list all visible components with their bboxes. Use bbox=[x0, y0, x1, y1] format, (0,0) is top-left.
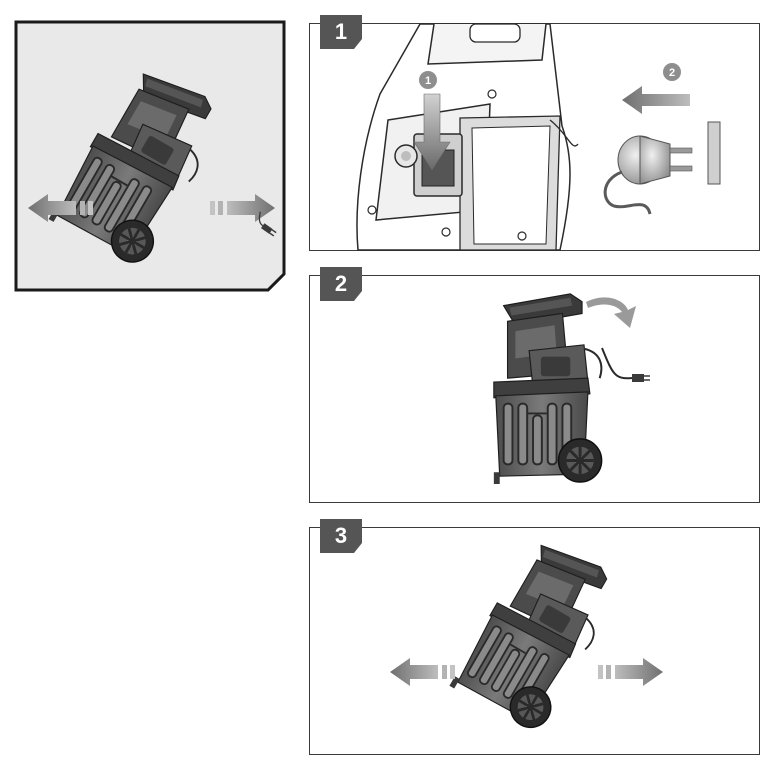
sub-step-badge-2: 2 bbox=[663, 63, 681, 81]
step-2-illustration bbox=[492, 292, 650, 486]
plug-icon bbox=[258, 211, 277, 237]
svg-text:1: 1 bbox=[425, 75, 431, 87]
step-2-panel: 2 bbox=[309, 267, 760, 503]
overview-panel bbox=[14, 20, 286, 292]
step-1-number: 1 bbox=[334, 19, 348, 44]
socket-icon bbox=[707, 121, 721, 185]
step-2-badge: 2 bbox=[320, 267, 372, 307]
plug-icon bbox=[603, 135, 693, 215]
double-arrow-icon bbox=[598, 658, 663, 686]
unplug-arrow-icon bbox=[622, 86, 690, 114]
shredder-machine-icon bbox=[448, 529, 628, 738]
plug-icon bbox=[632, 374, 650, 382]
push-down-arrow-icon bbox=[413, 93, 451, 171]
step-1-illustration: 1 2 bbox=[356, 23, 721, 251]
step-1-panel: 1 2 1 bbox=[309, 15, 760, 251]
step-3-badge: 3 bbox=[320, 519, 372, 559]
step-2-number: 2 bbox=[334, 271, 348, 296]
step-3-panel: 3 bbox=[309, 519, 760, 755]
sub-step-badge-1: 1 bbox=[419, 71, 437, 89]
shredder-machine-icon bbox=[492, 292, 604, 486]
overview-illustration bbox=[14, 20, 286, 292]
svg-text:2: 2 bbox=[669, 67, 675, 79]
step-3-illustration bbox=[390, 529, 663, 738]
curved-arrow-icon bbox=[586, 297, 636, 328]
step-1-badge: 1 bbox=[320, 15, 372, 55]
step-3-number: 3 bbox=[334, 523, 348, 548]
double-arrow-icon bbox=[390, 658, 455, 686]
